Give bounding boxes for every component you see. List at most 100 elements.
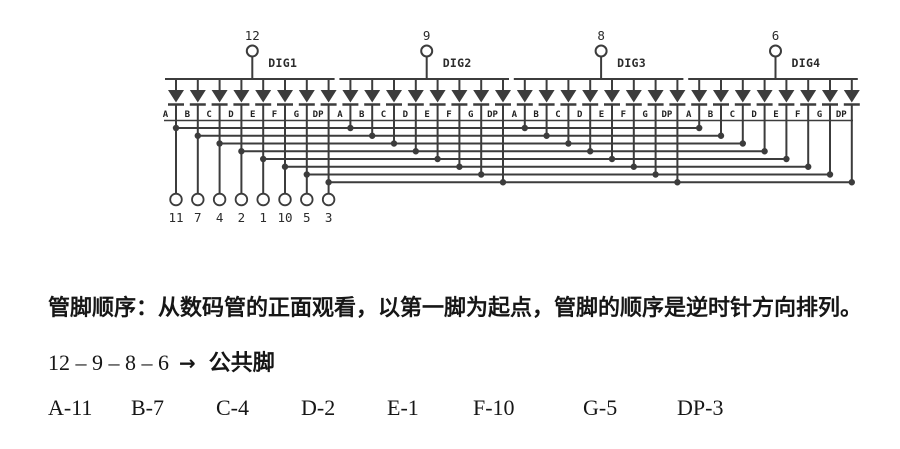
junction-dot (303, 171, 310, 178)
segment-label: F (272, 110, 277, 120)
junction-dot (390, 140, 398, 147)
segment-label: G (294, 110, 299, 120)
led-diode-icon (822, 90, 838, 103)
common-pin-number: 8 (597, 28, 605, 43)
junction-dot (434, 155, 441, 163)
segment-label: C (730, 110, 735, 120)
segment-map-item: G-5 (583, 395, 618, 420)
junction-dot (674, 179, 681, 186)
led-diode-icon (386, 90, 402, 103)
led-diode-icon (800, 90, 817, 103)
segment-label: G (817, 110, 822, 120)
junction-dot (608, 155, 616, 163)
junction-dot (260, 155, 267, 163)
segment-pin-number: 11 (168, 210, 183, 225)
led-diode-icon (691, 90, 708, 103)
led-diode-icon (407, 90, 424, 103)
segment-label: F (795, 110, 800, 120)
segment-pin-number: 7 (194, 210, 202, 225)
segment-pin-node (212, 192, 227, 207)
led-diode-icon (364, 90, 381, 103)
segment-label: A (512, 110, 518, 120)
segment-label: DP (661, 110, 672, 120)
junction-dot (696, 124, 703, 132)
led-diode-icon (168, 90, 184, 103)
segment-label: D (577, 110, 583, 120)
segment-pin-node (169, 192, 183, 207)
segment-label: DP (836, 110, 847, 120)
segment-pin-number: 1 (259, 210, 267, 225)
led-diode-icon (233, 90, 250, 103)
common-pin-label: 公共脚 (208, 350, 275, 375)
segment-label: G (468, 110, 473, 120)
led-diode-icon (429, 90, 446, 103)
junction-dot (761, 148, 768, 155)
segment-label: A (163, 110, 169, 120)
segment-label: F (446, 110, 451, 120)
segment-label: D (228, 110, 234, 120)
segment-label: C (381, 110, 386, 120)
segment-label: B (185, 110, 191, 120)
common-pin-number: 6 (772, 28, 780, 43)
digit-label: DIG4 (792, 56, 821, 70)
segment-label: D (403, 110, 409, 120)
junction-dot (325, 179, 332, 186)
junction-dot (848, 179, 855, 186)
led-diode-icon (298, 90, 315, 103)
common-pin-sequence: 12 – 9 – 8 – 6 (48, 350, 169, 375)
junction-dot (369, 132, 376, 139)
led-diode-icon (189, 90, 206, 103)
segment-label: B (533, 110, 539, 120)
led-diode-icon (647, 90, 664, 103)
junction-dot (587, 148, 594, 155)
segment-pin-node (256, 192, 270, 207)
segment-label: E (599, 110, 604, 120)
segment-map-item: A-11 (48, 395, 93, 420)
junction-dot (739, 140, 746, 147)
led-diode-icon (255, 90, 272, 103)
segment-label: DP (487, 110, 498, 120)
segment-pin-number: 4 (216, 210, 224, 225)
segment-pin-number: 10 (277, 210, 292, 225)
led-diode-icon (495, 90, 511, 103)
junction-dot (783, 155, 790, 163)
common-pin-line: 12 – 9 – 8 – 6 → 公共脚 (48, 345, 275, 377)
common-pin-node (420, 44, 434, 58)
segment-pin-node (321, 192, 336, 207)
junction-dot (194, 132, 201, 139)
led-diode-icon (538, 90, 555, 103)
led-diode-icon (582, 90, 599, 103)
segment-map-item: B-7 (131, 395, 164, 420)
junction-dot (630, 163, 637, 170)
segment-pin-map: A-11 B-7 C-4 D-2 E-1 F-10 G-5 DP-3 (0, 395, 900, 427)
segment-label: E (424, 110, 429, 120)
segment-label: A (686, 110, 692, 120)
segment-label: B (359, 110, 365, 120)
segment-pin-number: 3 (325, 210, 333, 225)
junction-dot (172, 124, 180, 132)
segment-pin-node (234, 192, 249, 207)
segment-label: E (250, 110, 255, 120)
led-diode-icon (669, 90, 686, 103)
segment-pin-node (278, 192, 292, 207)
led-diode-icon (625, 90, 642, 103)
led-diode-icon (756, 90, 773, 103)
junction-dot (412, 148, 419, 155)
segment-label: G (642, 110, 647, 120)
segment-label: F (621, 110, 626, 120)
segment-label: B (708, 110, 714, 120)
segment-label: DP (313, 110, 324, 120)
junction-dot (652, 171, 659, 178)
segment-map-item: C-4 (216, 395, 249, 420)
junction-dot (543, 132, 550, 139)
junction-dot (347, 124, 354, 132)
digit-label: DIG1 (268, 56, 297, 70)
led-diode-icon (560, 90, 577, 103)
segment-label: E (773, 110, 778, 120)
common-pin-number: 12 (245, 28, 260, 43)
